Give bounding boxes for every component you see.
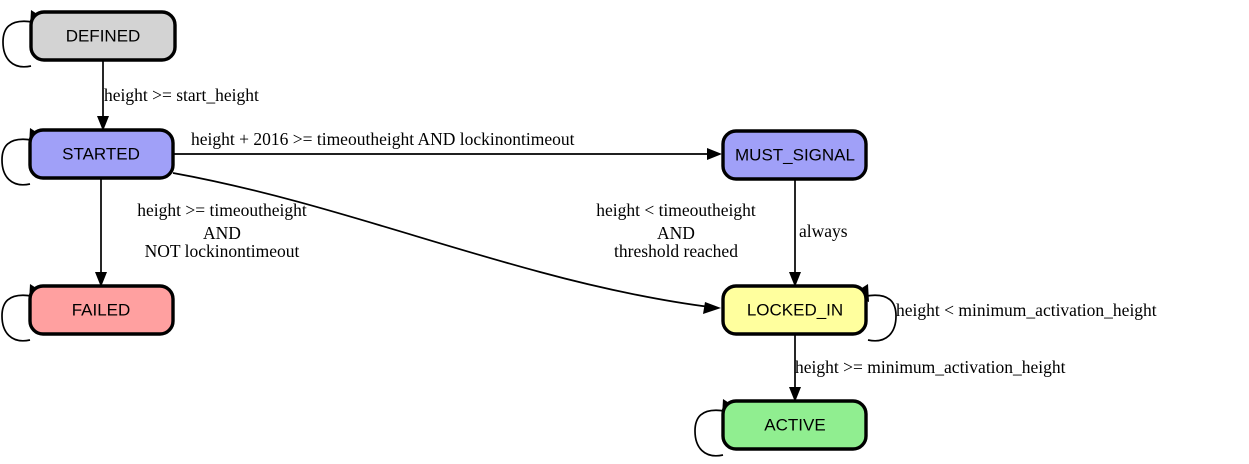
state-must-signal[interactable]: MUST_SIGNAL: [721, 129, 868, 181]
state-started[interactable]: STARTED: [28, 128, 175, 180]
arrow-head-started-to-locked-in: [703, 302, 721, 314]
arrow-head-started-to-must-signal: [707, 148, 722, 160]
edge-defined-to-started: [97, 60, 109, 131]
state-must-signal-label: MUST_SIGNAL: [735, 145, 855, 164]
edge-started-to-failed: [95, 178, 107, 287]
state-active[interactable]: ACTIVE: [721, 399, 868, 451]
state-must-signal-box[interactable]: [721, 129, 868, 181]
state-failed[interactable]: FAILED: [28, 284, 175, 336]
edge-started-to-locked-in: [172, 172, 721, 314]
edge-label-started-to-failed: height >= timeoutheight AND NOT lockinon…: [137, 200, 307, 261]
arrow-head-locked-in-to-active: [789, 387, 801, 402]
edge-started-to-must-signal: [173, 148, 722, 160]
edge-label-started-to-locked-in: height < timeoutheight AND threshold rea…: [596, 200, 756, 261]
state-failed-label: FAILED: [72, 300, 131, 319]
edge-label-started-to-locked-in-line-2: AND: [657, 223, 695, 243]
state-failed-box[interactable]: [28, 284, 175, 336]
edge-label-started-to-failed-line-3: NOT lockinontimeout: [145, 241, 300, 261]
edge-label-started-to-must-signal: height + 2016 >= timeoutheight AND locki…: [191, 129, 575, 149]
state-defined[interactable]: DEFINED: [29, 10, 177, 62]
edge-label-must-signal-to-locked-in: always: [799, 221, 848, 241]
edge-label-started-to-failed-line-1: height >= timeoutheight: [137, 200, 307, 220]
arrow-head-must-signal-to-locked-in: [789, 272, 801, 287]
edge-label-started-to-locked-in-line-1: height < timeoutheight: [596, 200, 756, 220]
state-defined-label: DEFINED: [66, 26, 141, 45]
state-started-box[interactable]: [28, 128, 175, 180]
edge-label-started-to-failed-line-2: AND: [203, 223, 241, 243]
edge-label-locked-in-self-loop: height < minimum_activation_height: [896, 300, 1157, 320]
arrow-head-started-to-failed: [95, 272, 107, 287]
edge-locked-in-to-active: [789, 334, 801, 402]
state-locked-in[interactable]: LOCKED_IN: [721, 284, 868, 336]
state-active-box[interactable]: [721, 399, 868, 451]
edge-must-signal-to-locked-in: [789, 179, 801, 287]
state-locked-in-box[interactable]: [721, 284, 868, 336]
edge-label-defined-to-started: height >= start_height: [104, 85, 259, 105]
state-defined-box[interactable]: [29, 10, 177, 62]
state-started-label: STARTED: [62, 144, 140, 163]
edge-label-started-to-locked-in-line-3: threshold reached: [614, 241, 738, 261]
state-locked-in-label: LOCKED_IN: [747, 300, 843, 319]
arrow-head-defined-to-started: [97, 116, 109, 131]
edge-label-locked-in-to-active: height >= minimum_activation_height: [795, 357, 1066, 377]
state-active-label: ACTIVE: [764, 415, 825, 434]
